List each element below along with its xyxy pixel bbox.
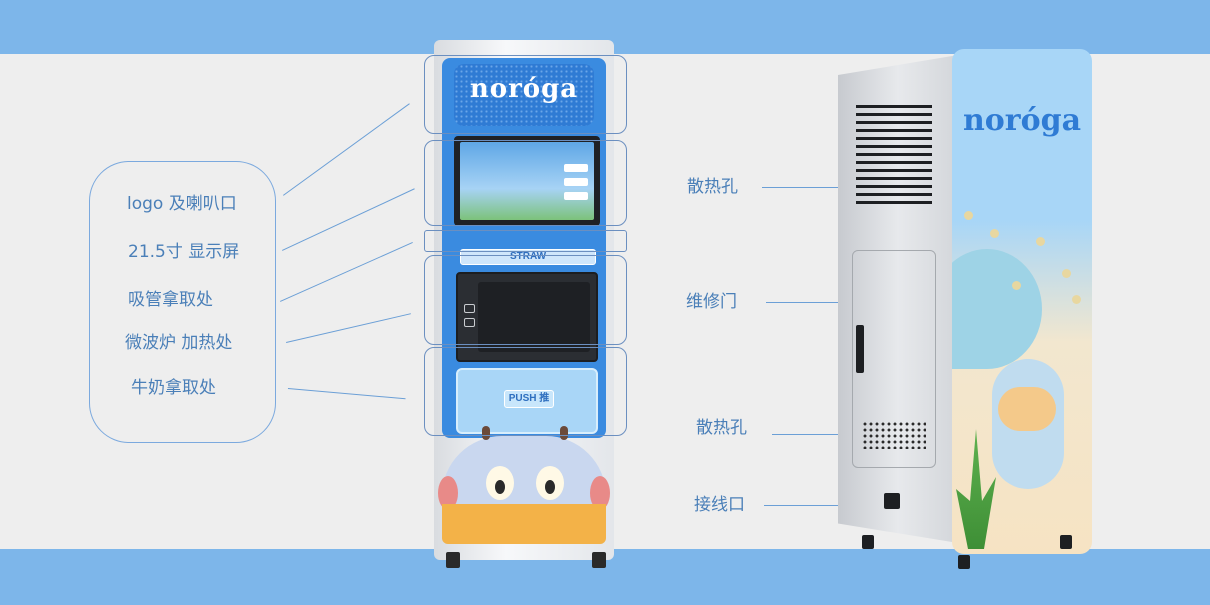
leaf-decal <box>952 249 1042 369</box>
screen-button <box>564 192 588 200</box>
callout-milk: 牛奶拿取处 <box>131 378 216 398</box>
callout-logo-speaker: logo 及喇叭口 <box>127 194 237 214</box>
front-blue-panel: noróga STRAW PUSH 推 <box>442 58 606 438</box>
side-machine: noróga <box>838 45 1096 575</box>
grass-decal <box>956 429 996 549</box>
vent-holes <box>862 421 926 449</box>
vent-slat <box>856 129 932 132</box>
display-content <box>460 142 594 220</box>
front-foot <box>592 552 606 568</box>
side-foot <box>1060 535 1072 549</box>
vent-slat <box>856 121 932 124</box>
vent-slat <box>856 161 932 164</box>
vent-slat <box>856 169 932 172</box>
vent-slat <box>856 185 932 188</box>
highlight-milk <box>424 347 627 436</box>
vent-slat <box>856 137 932 140</box>
vent-slat <box>856 153 932 156</box>
vent-slat <box>856 105 932 108</box>
decor-dot <box>1036 237 1045 246</box>
decor-dot <box>1062 269 1071 278</box>
cable-port <box>884 493 900 509</box>
front-machine: noróga STRAW PUSH 推 <box>434 40 614 570</box>
cow-mouth-icon <box>442 504 606 544</box>
highlight-microwave <box>424 255 627 345</box>
side-foot <box>862 535 874 549</box>
highlight-straw <box>424 230 627 252</box>
cow-horn-icon <box>482 426 490 440</box>
milk-pickup-door[interactable]: PUSH 推 <box>456 368 598 434</box>
callout-cable-port: 接线口 <box>694 495 745 515</box>
decor-dot <box>964 211 973 220</box>
callout-straw: 吸管拿取处 <box>128 290 213 310</box>
connector-line-service-door <box>766 302 880 303</box>
side-foot <box>958 555 970 569</box>
microwave-window <box>478 282 590 352</box>
cow-eye-icon <box>486 466 514 500</box>
push-button[interactable]: PUSH 推 <box>504 390 554 408</box>
callout-microwave: 微波炉 加热处 <box>125 333 233 353</box>
side-panel <box>838 55 958 543</box>
highlight-logo <box>424 55 627 134</box>
decor-dot <box>1072 295 1081 304</box>
vent-slat <box>856 145 932 148</box>
vent-slat <box>856 177 932 180</box>
cow-eye-icon <box>536 466 564 500</box>
cow-cheek-icon <box>590 476 610 510</box>
side-artwork: noróga <box>952 49 1092 554</box>
microwave-status-icon <box>464 318 475 327</box>
connector-line-vent-top <box>762 187 852 188</box>
front-logo: noróga <box>469 74 579 104</box>
screen-button <box>564 164 588 172</box>
callout-vent-bottom: 散热孔 <box>696 418 747 438</box>
logo-speaker-panel: noróga <box>454 64 594 126</box>
straw-slot[interactable]: STRAW <box>460 249 596 265</box>
cow-cheek-icon <box>438 476 458 510</box>
callout-service-door: 维修门 <box>686 292 737 312</box>
cow-horn-icon <box>560 426 568 440</box>
decor-dot <box>1012 281 1021 290</box>
decor-dot <box>990 229 999 238</box>
connector-line-vent-bottom <box>772 434 856 435</box>
left-callout-box <box>89 161 276 443</box>
microwave-status-icon <box>464 304 475 313</box>
vent-slat <box>856 193 932 196</box>
callout-vent-top: 散热孔 <box>687 177 738 197</box>
service-door[interactable] <box>852 250 936 468</box>
connector-line-cable-port <box>764 505 886 506</box>
cow-face-side-decal <box>998 387 1056 431</box>
cow-face-decal <box>438 426 610 544</box>
front-foot <box>446 552 460 568</box>
vent-slat <box>856 201 932 204</box>
door-handle[interactable] <box>856 325 864 373</box>
screen-button <box>564 178 588 186</box>
vent-slat <box>856 113 932 116</box>
display-screen[interactable] <box>454 136 600 226</box>
highlight-display <box>424 140 627 226</box>
side-logo: noróga <box>962 103 1082 138</box>
callout-display: 21.5寸 显示屏 <box>128 242 240 262</box>
